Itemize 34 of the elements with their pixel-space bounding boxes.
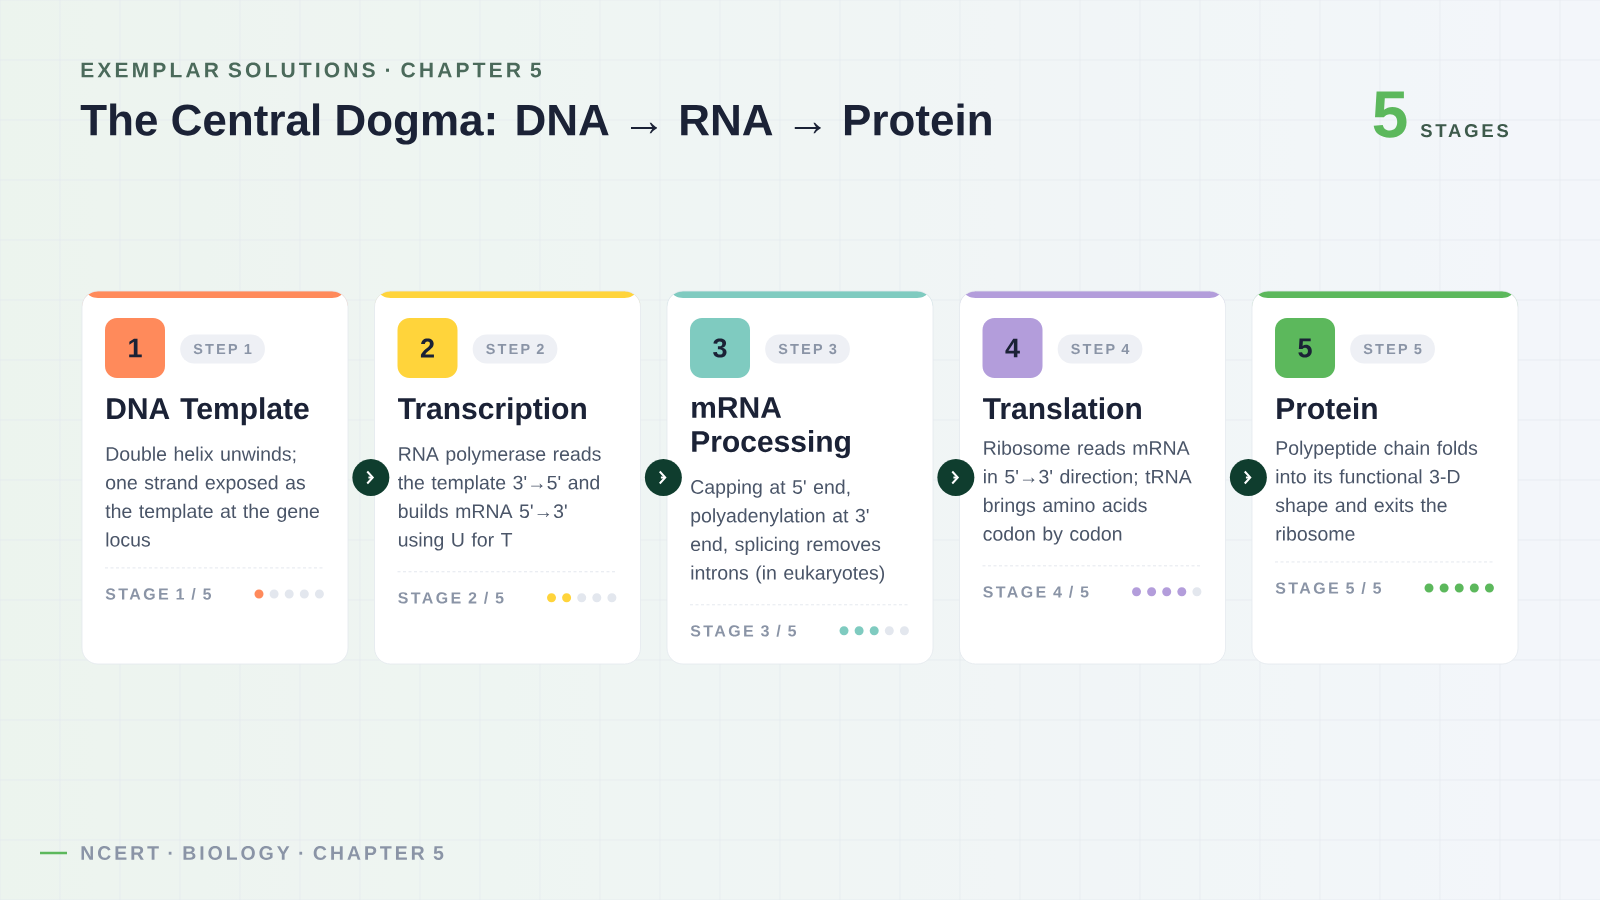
chevron-arrow xyxy=(644,459,682,496)
card xyxy=(374,290,641,665)
chevron-arrow xyxy=(352,459,390,496)
number-badge: 2 xyxy=(397,318,458,378)
card-description: Polypeptide chain folds into its functional 3-D shape and exits the ribosome xyxy=(1275,440,1478,541)
card-description: Double helix unwinds; one strand exposed as the template at the gene locus xyxy=(105,446,319,547)
card-description: Capping at 5' end, polyadenylation at 3' end, splicing removes introns (in eukaryotes) xyxy=(691,479,885,584)
stage-label: STAGE 3 / 5 xyxy=(690,624,797,637)
chevron-arrow xyxy=(1229,459,1267,496)
number-badge: 5 xyxy=(1275,318,1335,378)
card xyxy=(1251,290,1519,665)
stage-label: STAGE 5 / 5 xyxy=(1275,582,1382,594)
card xyxy=(81,290,349,665)
card xyxy=(959,290,1226,665)
card-title: DNA Template xyxy=(107,397,309,426)
card-description: Ribosome reads mRNA in 5'→3' direction; tRNA brings amino acids codon by codon xyxy=(983,440,1192,545)
stage-label: STAGE 2 / 5 xyxy=(398,591,504,604)
footer-text: NCERT · BIOLOGY · CHAPTER 5 xyxy=(81,846,444,860)
overline-text: EXEMPLAR SOLUTIONS · CHAPTER 5 xyxy=(81,62,542,78)
card-description: RNA polymerase reads the template 3'→5' and builds mRNA 5'→3' using U for T xyxy=(398,446,601,551)
card-title: mRNA Processing xyxy=(692,397,850,459)
card-title: Protein xyxy=(1277,397,1377,420)
chevron-arrow xyxy=(937,459,975,496)
heading: The Central Dogma: DNA → RNA → Protein xyxy=(80,103,991,145)
stage-label: STAGE 4 / 5 xyxy=(983,585,1089,598)
stage-count-unit: STAGES xyxy=(1420,124,1509,138)
stage-label: STAGE 1 / 5 xyxy=(105,587,212,600)
stage-count: 5 xyxy=(1373,91,1407,138)
card xyxy=(666,290,934,665)
card-title: Translation xyxy=(983,397,1141,420)
number-badge: 4 xyxy=(982,318,1043,378)
card-title: Transcription xyxy=(398,397,586,426)
number-badge: 1 xyxy=(105,318,165,378)
number-badge: 3 xyxy=(690,318,750,378)
